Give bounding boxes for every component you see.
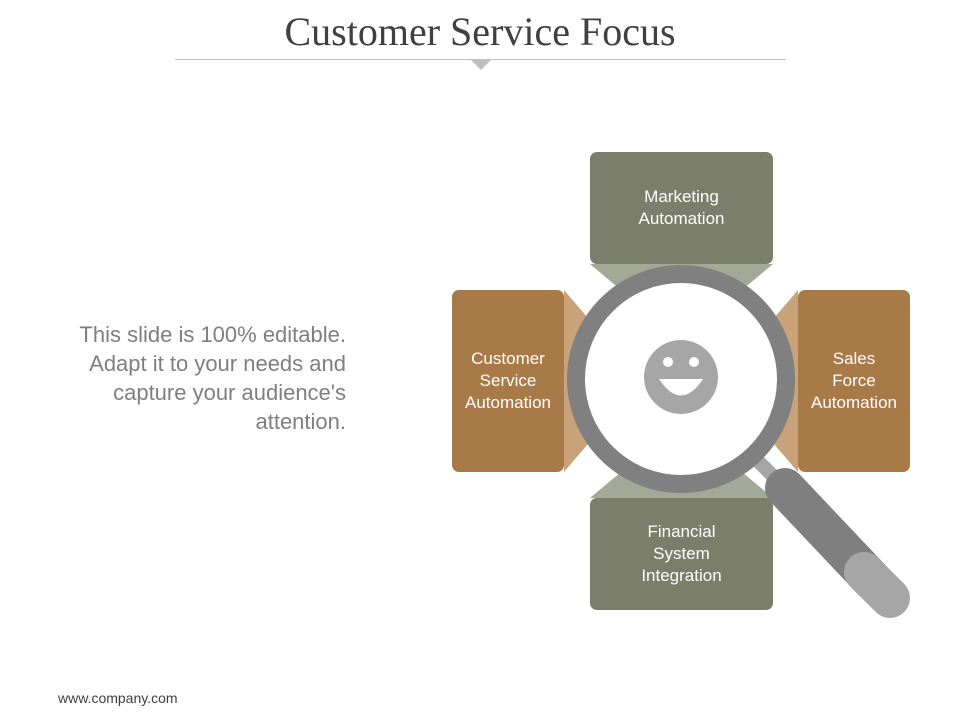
box-left [452, 290, 564, 472]
box-label-sales-force-automation: Sales Force Automation [811, 349, 897, 412]
box-label-customer-service-automation: Customer Service Automation [465, 349, 551, 412]
box-right [798, 290, 910, 472]
box-bottom [590, 498, 773, 610]
smiley-face-icon [644, 340, 718, 414]
footer-url: www.company.com [58, 690, 178, 706]
slide-title: Customer Service Focus [284, 9, 676, 54]
box-label-financial-system-integration: Financial System Integration [641, 522, 722, 585]
title-divider-notch [471, 60, 491, 70]
title-divider [175, 59, 786, 60]
box-label-marketing-automation: Marketing Automation [638, 187, 725, 228]
box-top [590, 152, 773, 264]
body-text: This slide is 100% editable. Adapt it to… [79, 322, 346, 434]
